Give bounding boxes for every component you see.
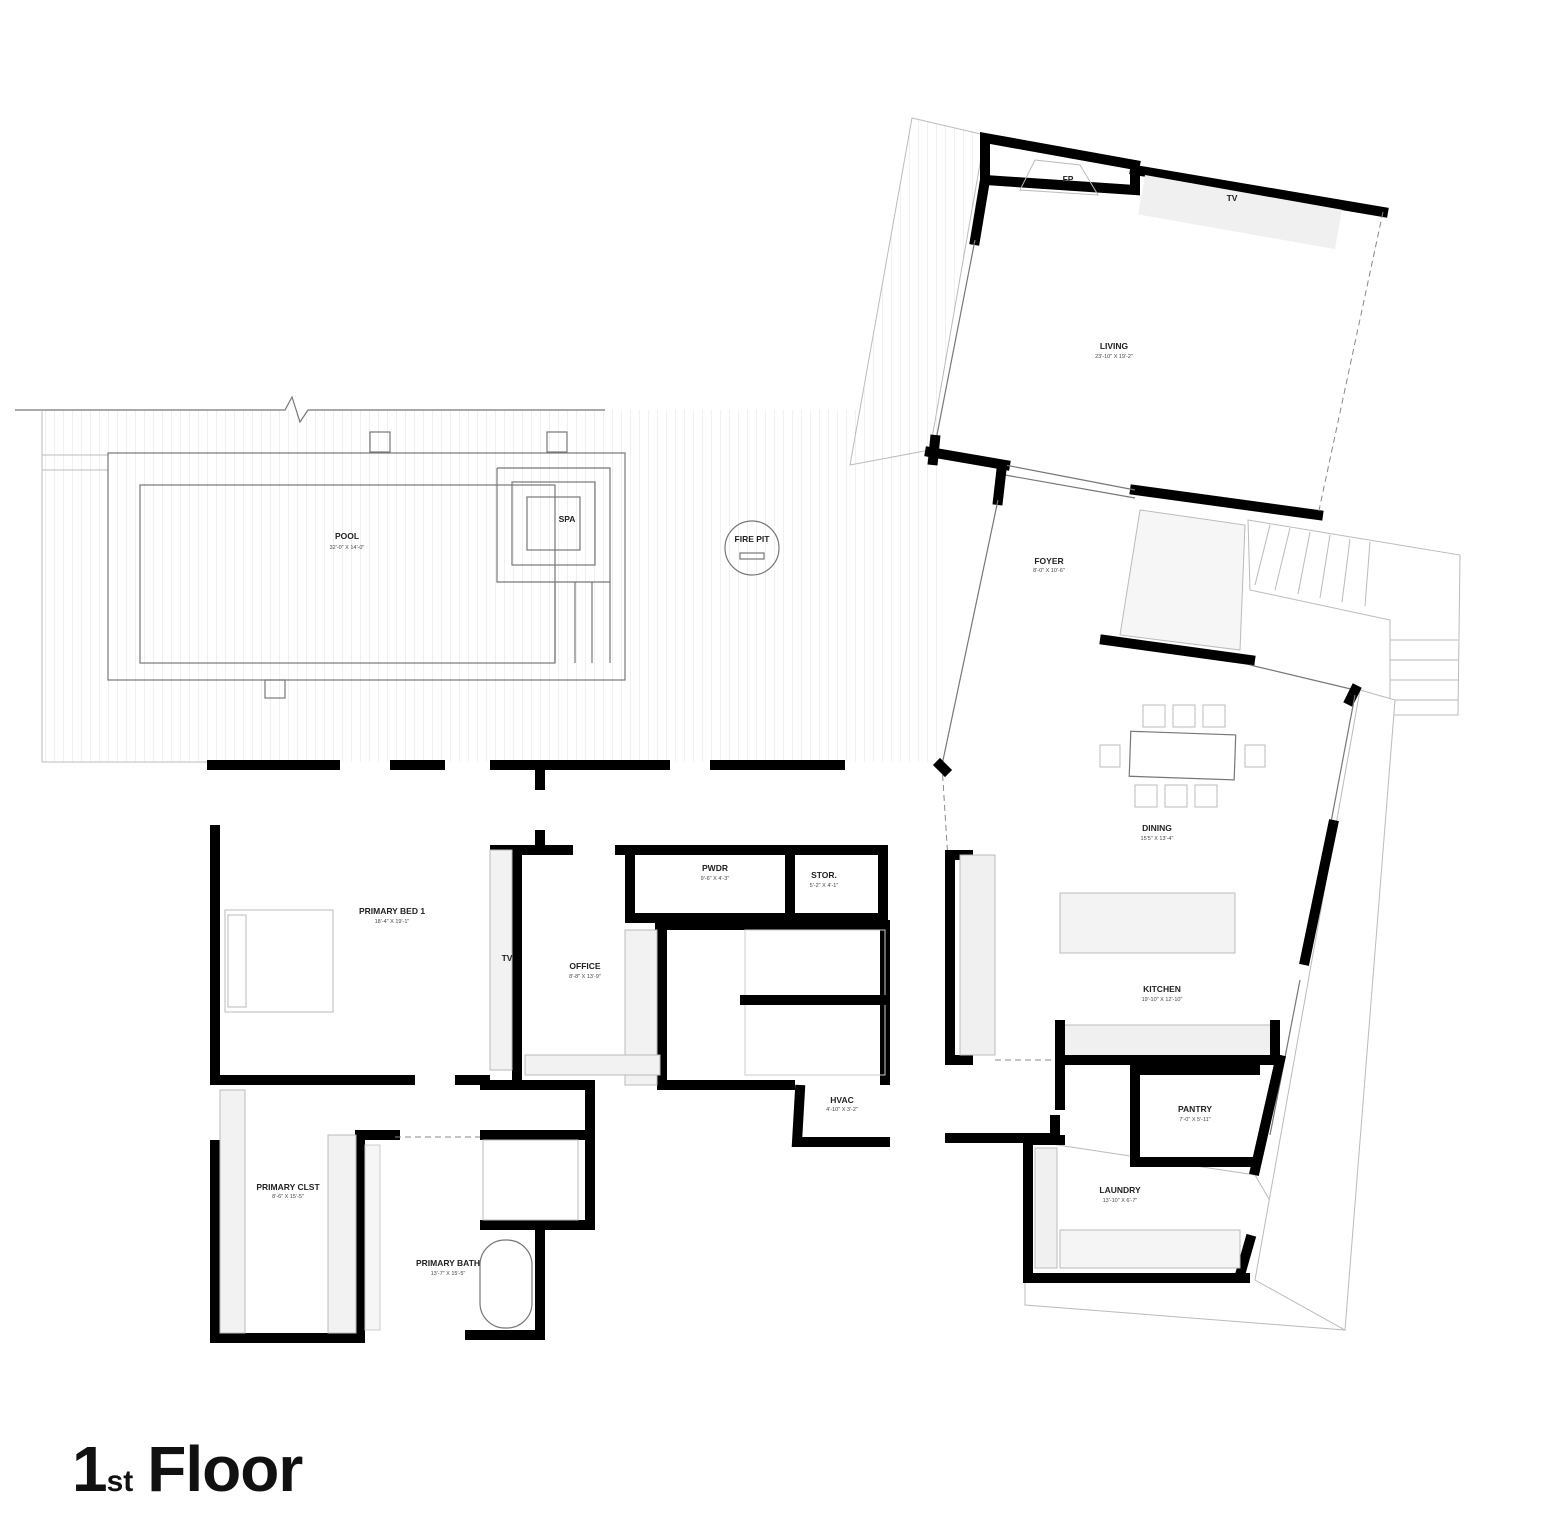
pwdr-dims: 9'-6" X 4'-3": [701, 876, 730, 882]
floor-suffix: st: [106, 1465, 134, 1498]
fire-pit-label: FIRE PIT: [735, 534, 771, 544]
room-labels: POOL 32'-0" X 14'-0" SPA FIRE PIT FP TV …: [256, 174, 1237, 1277]
foyer-dims: 8'-0" X 10'-6": [1033, 568, 1065, 574]
hvac-dims: 4'-10" X 3'-2": [826, 1107, 858, 1113]
pwdr-label: PWDR: [702, 863, 728, 873]
dining-dims: 15'5" X 13'-4": [1141, 836, 1174, 842]
pool-deck: [15, 395, 940, 763]
pantry-label: PANTRY: [1178, 1104, 1212, 1114]
primary-bed-dims: 18'-4" X 19'-1": [375, 919, 410, 925]
laundry-label: LAUNDRY: [1099, 1185, 1141, 1195]
hvac-label: HVAC: [830, 1095, 853, 1105]
office-dims: 8'-8" X 13'-9": [569, 974, 601, 980]
primary-bed-label: PRIMARY BED 1: [359, 906, 425, 916]
stor-label: STOR.: [811, 870, 837, 880]
dining-label: DINING: [1142, 823, 1172, 833]
fire-pit: [724, 520, 780, 576]
interior-stairs: [740, 929, 890, 1076]
living-dims: 23'-10" X 19'-2": [1095, 354, 1133, 360]
living-label: LIVING: [1100, 341, 1129, 351]
office-label: OFFICE: [569, 961, 600, 971]
primary-bath-label: PRIMARY BATH: [416, 1258, 480, 1268]
foyer-label: FOYER: [1034, 556, 1063, 566]
fp-label: FP: [1063, 174, 1074, 184]
laundry-dims: 13'-10" X 6'-7": [1103, 1198, 1138, 1204]
dining-table: [1099, 704, 1266, 808]
lower-walls: [207, 757, 1060, 1343]
floor-title: 1st Floor: [72, 1432, 303, 1506]
exterior-stair-treads: [1254, 524, 1458, 701]
primary-bath-dims: 13'-7" X 15'-5": [431, 1271, 466, 1277]
kitchen-label: KITCHEN: [1143, 984, 1181, 994]
pool-label: POOL: [335, 531, 359, 541]
pantry-dims: 7'-0" X 5'-11": [1179, 1117, 1210, 1123]
pool: [107, 452, 626, 681]
main-walls: [941, 459, 1362, 1283]
tv-living-label: TV: [1227, 193, 1238, 203]
spa-label: SPA: [559, 514, 576, 524]
tv-bed-label: TV: [502, 953, 513, 963]
pool-dims: 32'-0" X 14'-0": [330, 545, 365, 551]
side-terrace: [1254, 689, 1396, 1331]
floor-number: 1: [72, 1433, 108, 1505]
stor-dims: 5'-2" X 4'-1": [810, 883, 839, 889]
primary-clst-label: PRIMARY CLST: [256, 1182, 320, 1192]
floor-word: Floor: [147, 1433, 303, 1505]
primary-clst-dims: 8'-6" X 15'-5": [272, 1194, 304, 1200]
living-walls: [924, 132, 1389, 521]
kitchen-dims: 19'-10" X 12'-10": [1142, 997, 1183, 1003]
